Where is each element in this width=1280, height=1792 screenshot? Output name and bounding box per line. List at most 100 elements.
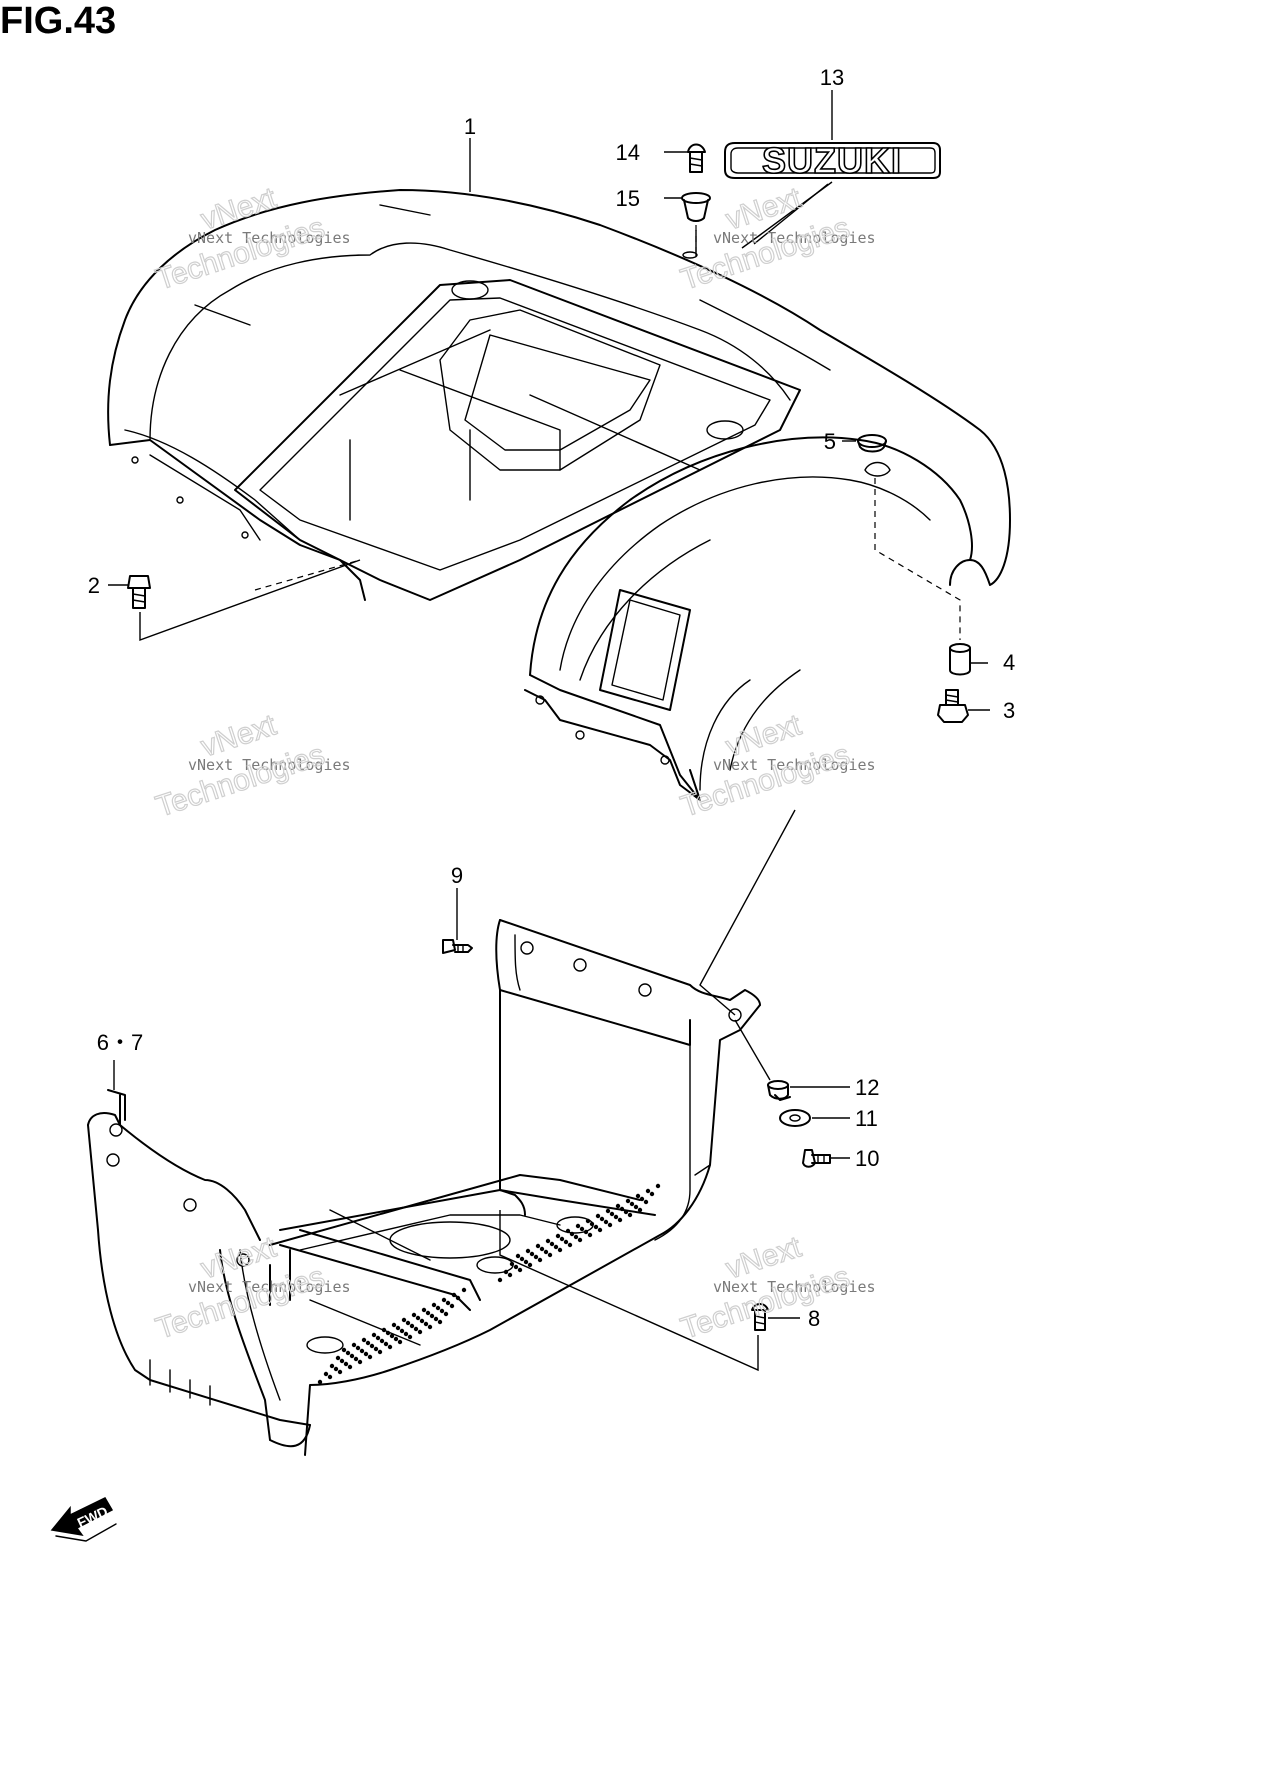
perforation-dot	[619, 1206, 625, 1212]
perforation-dot	[513, 1264, 519, 1270]
perforation-dot	[387, 1344, 393, 1350]
perforation-dot	[391, 1322, 397, 1328]
perforation-dot	[371, 1332, 377, 1338]
watermark-5: vNext Technologies vNext Technologies	[151, 1230, 350, 1346]
figure-title: FIG.43	[0, 0, 117, 42]
perforation-dot	[431, 1302, 437, 1308]
perforation-dot	[363, 1351, 369, 1357]
perforation-dot	[433, 1316, 439, 1322]
perforation-dot	[529, 1251, 535, 1257]
perforation-dot	[343, 1361, 349, 1367]
perforation-dot	[403, 1331, 409, 1337]
perforation-dot	[623, 1209, 629, 1215]
perforation-dot	[517, 1267, 523, 1273]
perforation-dot	[349, 1353, 355, 1359]
perforation-dot	[567, 1242, 573, 1248]
callout-13: 13	[820, 65, 844, 90]
perforation-dot	[595, 1213, 601, 1219]
watermark-6: vNext Technologies vNext Technologies	[676, 1230, 876, 1346]
watermark-3: vNext Technologies vNext Technologies	[151, 708, 350, 824]
perforation-dot	[535, 1243, 541, 1249]
emblem-text: SUZUKI	[762, 140, 902, 181]
perforation-dot	[395, 1325, 401, 1331]
perforation-dot	[497, 1277, 503, 1283]
perforation-dot	[451, 1292, 457, 1298]
perforation-dot	[333, 1366, 339, 1372]
callout-9: 9	[451, 863, 463, 888]
perforation-dot	[367, 1354, 373, 1360]
perforation-dot	[615, 1203, 621, 1209]
callout-11: 11	[855, 1106, 878, 1131]
nut-15-icon	[681, 192, 711, 222]
perforation-dot	[549, 1241, 555, 1247]
callout-6-7: 6・7	[97, 1030, 143, 1055]
perforation-dot	[569, 1231, 575, 1237]
perforation-dot	[411, 1312, 417, 1318]
clip-9-icon	[442, 939, 473, 954]
perforation-dot	[545, 1238, 551, 1244]
perforation-dot	[361, 1337, 367, 1343]
perforation-dot	[353, 1356, 359, 1362]
collar-4-icon	[949, 643, 971, 676]
perforation-dot	[579, 1226, 585, 1232]
perforation-dot	[597, 1227, 603, 1233]
perforation-dot	[419, 1318, 425, 1324]
perforation-dot	[635, 1193, 641, 1199]
perforation-dot	[323, 1371, 329, 1377]
perforation-dot	[533, 1254, 539, 1260]
suzuki-emblem: SUZUKI	[724, 139, 941, 182]
perforation-dot	[645, 1188, 651, 1194]
perforation-dot	[369, 1343, 375, 1349]
perforation-dot	[649, 1191, 655, 1197]
perforation-dot	[589, 1221, 595, 1227]
perforation-dot	[383, 1341, 389, 1347]
perforation-dot	[609, 1211, 615, 1217]
perforation-dot	[577, 1237, 583, 1243]
bolt-2-icon	[127, 575, 151, 609]
perforation-dot	[627, 1212, 633, 1218]
callout-2: 2	[88, 573, 100, 598]
perforation-dot	[441, 1297, 447, 1303]
perforation-dot	[603, 1219, 609, 1225]
perforation-dot	[337, 1369, 343, 1375]
perforation-dot	[449, 1303, 455, 1309]
perforation-dot	[341, 1347, 347, 1353]
perforation-dot	[379, 1338, 385, 1344]
perforation-dot	[327, 1374, 333, 1380]
perforation-dot	[359, 1348, 365, 1354]
perforation-dot	[559, 1236, 565, 1242]
perforation-dot	[423, 1321, 429, 1327]
perforation-dot	[539, 1246, 545, 1252]
perforation-dot	[613, 1214, 619, 1220]
perforation-dot	[393, 1336, 399, 1342]
perforation-dot	[587, 1232, 593, 1238]
perforation-dot	[643, 1199, 649, 1205]
perforation-dot	[377, 1349, 383, 1355]
grommet-5-icon	[857, 434, 887, 453]
callout-14: 14	[616, 140, 640, 165]
perforation-dot	[427, 1324, 433, 1330]
rear-fender	[107, 189, 1011, 801]
perforation-dot	[317, 1379, 323, 1385]
perforation-dot	[637, 1207, 643, 1213]
perforation-dot	[375, 1335, 381, 1341]
perforation-dot	[413, 1326, 419, 1332]
perforation-dot	[455, 1295, 461, 1301]
perforation-dot	[399, 1328, 405, 1334]
perforation-dot	[617, 1217, 623, 1223]
perforation-dot	[435, 1305, 441, 1311]
perforation-dot	[407, 1334, 413, 1340]
perforation-dot	[507, 1272, 513, 1278]
perforation-dot	[585, 1218, 591, 1224]
nut-12-icon	[767, 1080, 791, 1101]
perforation-dot	[445, 1300, 451, 1306]
callout-12: 12	[855, 1075, 879, 1100]
watermarks: vNext Technologies vNext Technologies vN…	[151, 181, 876, 1346]
svg-text:vNext Technologies: vNext Technologies	[713, 1278, 876, 1296]
perforation-dot	[543, 1249, 549, 1255]
perforation-dot	[605, 1208, 611, 1214]
perforation-dot	[607, 1222, 613, 1228]
perforation-dot	[385, 1330, 391, 1336]
perforation-dot	[565, 1228, 571, 1234]
hidden-lines	[254, 225, 961, 640]
